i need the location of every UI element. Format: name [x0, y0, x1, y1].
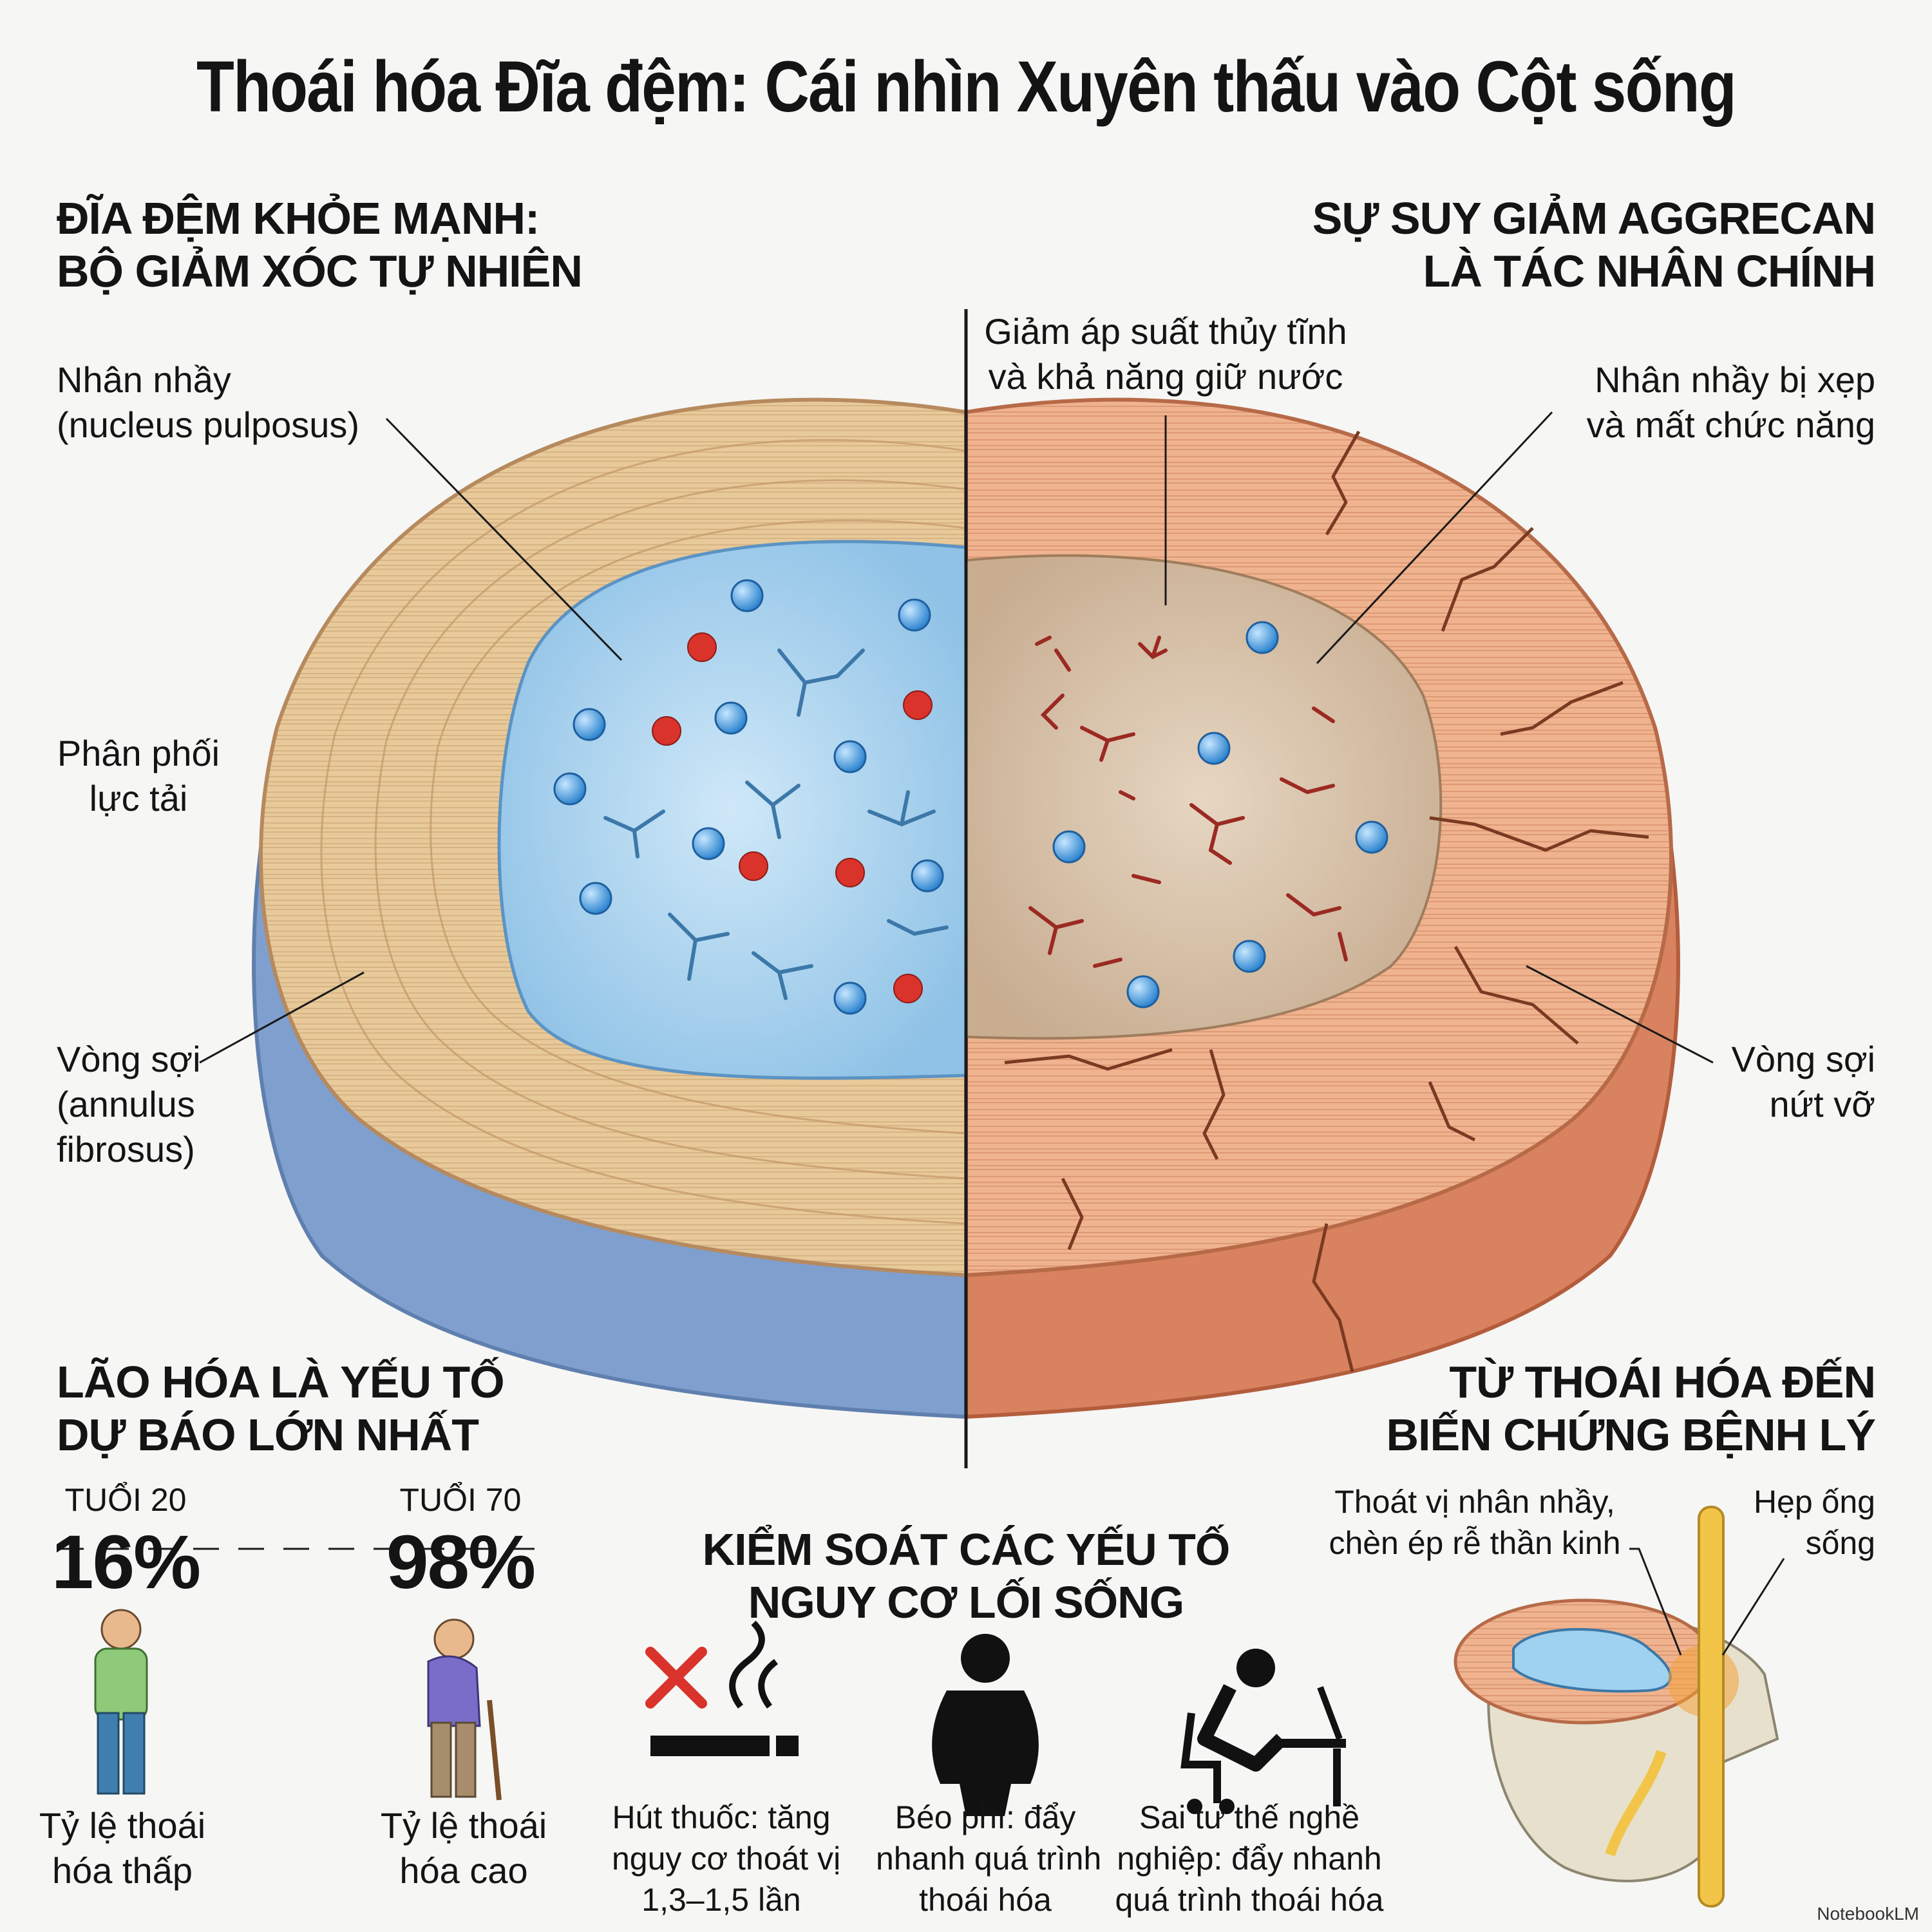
label-load-distribution: Phân phối lực tải — [57, 733, 220, 819]
obesity-icon — [932, 1634, 1039, 1816]
young-age: TUỔI 20 — [64, 1482, 187, 1518]
young-value: 16% — [51, 1520, 201, 1605]
heading-healthy-disc: ĐĨA ĐỆM KHỎE MẠNH: BỘ GIẢM XÓC TỰ NHIÊN — [57, 193, 583, 296]
smoking-caption: Hút thuốc: tăng nguy cơ thoát vị 1,3–1,5… — [612, 1799, 841, 1918]
old-person-figure — [427, 1618, 502, 1801]
herniation-diagram — [1454, 1506, 1779, 1908]
young-person-figure — [94, 1609, 148, 1795]
label-pressure-loss: Giảm áp suất thủy tĩnh và khả năng giữ n… — [984, 311, 1347, 397]
healthy-molecules — [553, 579, 949, 1015]
page-title: Thoái hóa Đĩa đệm: Cái nhìn Xuyên thấu v… — [196, 46, 1737, 127]
heading-complications: TỪ THOÁI HÓA ĐẾN BIẾN CHỨNG BỆNH LÝ — [1386, 1357, 1876, 1460]
healthy-disc — [252, 397, 966, 1419]
posture-caption: Sai tư thế nghề nghiệp: đẩy nhanh quá tr… — [1115, 1799, 1384, 1918]
brand-watermark: NotebookLM — [1817, 1904, 1919, 1924]
old-caption: Tỷ lệ thoái hóa cao — [380, 1805, 547, 1891]
degenerated-molecules — [1028, 621, 1388, 1009]
label-herniation: Thoát vị nhân nhầy, chèn ép rễ thần kinh — [1329, 1484, 1621, 1561]
old-age: TUỔI 70 — [399, 1482, 522, 1518]
bad-posture-icon — [1180, 1649, 1346, 1814]
young-stat: TUỔI 20 16% — [39, 1481, 213, 1606]
old-stat: TUỔI 70 98% — [374, 1481, 547, 1606]
old-value: 98% — [386, 1520, 536, 1605]
leader-lines — [58, 411, 1714, 1550]
label-cracked-annulus: Vòng sợi nứt vỡ — [1731, 1039, 1875, 1124]
degenerated-disc — [966, 397, 1680, 1419]
heading-aging: LÃO HÓA LÀ YẾU TỐ DỰ BÁO LỚN NHẤT — [57, 1357, 505, 1460]
complication-leaders — [1629, 1548, 1785, 1656]
no-smoking-icon — [645, 1620, 799, 1756]
heading-aggrecan: SỰ SUY GIẢM AGGRECAN LÀ TÁC NHÂN CHÍNH — [1312, 193, 1876, 296]
young-caption: Tỷ lệ thoái hóa thấp — [39, 1805, 206, 1891]
label-collapsed-nucleus: Nhân nhầy bị xẹp và mất chức năng — [1586, 359, 1875, 445]
heading-lifestyle: KIỂM SOÁT CÁC YẾU TỐ NGUY CƠ LỐI SỐNG — [702, 1524, 1231, 1627]
label-annulus: Vòng sợi (annulus fibrosus) — [57, 1039, 201, 1170]
obesity-caption: Béo phì: đẩy nhanh quá trình thoái hóa — [876, 1799, 1102, 1918]
label-nucleus: Nhân nhầy (nucleus pulposus) — [57, 359, 360, 445]
label-stenosis: Hẹp ống sống — [1753, 1484, 1875, 1561]
